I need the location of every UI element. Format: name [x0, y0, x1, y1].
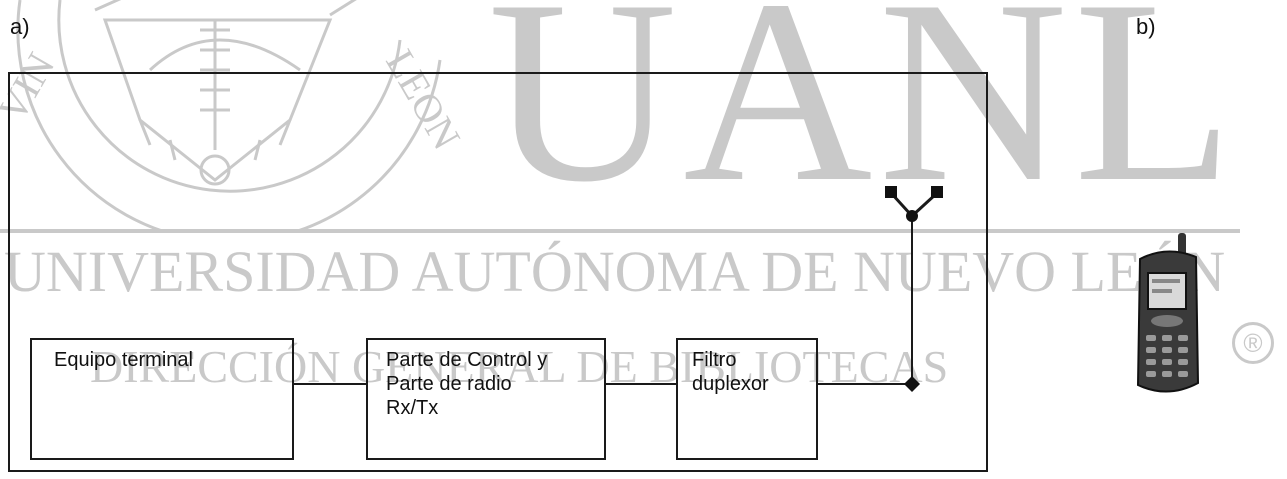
terminal-equipment-block: Equipo terminal: [30, 338, 294, 460]
control-radio-label: Parte de Control y Parte de radio Rx/Tx: [386, 349, 548, 419]
uanl-watermark-wordmark: UANL: [488, 0, 1240, 236]
library-directorate-watermark: DIRECCIÓN GENERAL DE BIBLIOTECAS: [90, 341, 949, 392]
panel-a-label: a): [10, 14, 30, 39]
terminal-equipment-label: Equipo terminal: [54, 349, 193, 371]
duplexer-filter-label: Filtro duplexor: [692, 349, 769, 395]
duplexer-filter-block: Filtro duplexor: [676, 338, 818, 460]
antenna-icon: [885, 186, 943, 222]
panel-b-label: b): [1136, 14, 1156, 39]
control-radio-block: Parte de Control y Parte de radio Rx/Tx: [366, 338, 606, 460]
university-seal-watermark: LEON VIN: [0, 0, 469, 230]
mobile-station-frame: [8, 72, 988, 472]
junction-node: [904, 376, 920, 392]
registered-mark-watermark: ®: [1232, 322, 1274, 364]
watermark-divider: [0, 229, 1240, 233]
university-name-watermark: UNIVERSIDAD AUTÓNOMA DE NUEVO LEÓN: [4, 239, 1226, 304]
mobile-phone-icon: [1136, 233, 1200, 393]
